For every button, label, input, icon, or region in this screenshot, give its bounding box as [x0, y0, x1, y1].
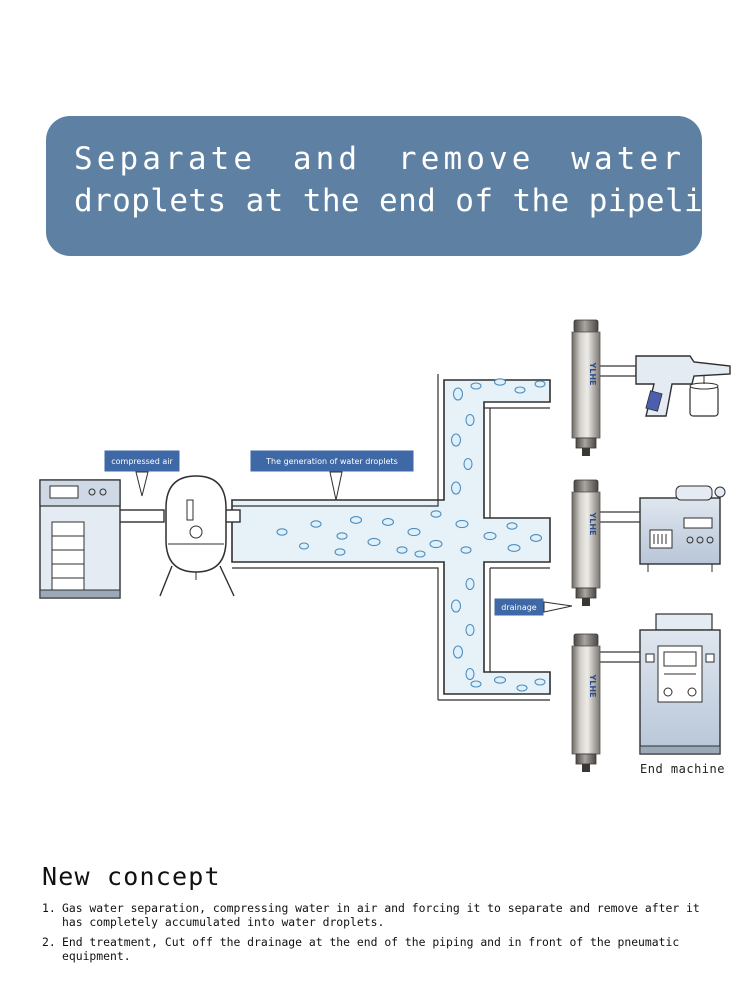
air-compressor-icon — [39, 479, 121, 599]
callout-water-droplets: The generation of water droplets — [249, 449, 415, 501]
end-machine-label: End machine — [640, 762, 725, 776]
pipe-compressor-to-tank — [117, 509, 165, 523]
banner-title-line-1: Separate and remove water — [74, 141, 686, 177]
filter-cylinder-icon: YLHE — [571, 479, 601, 606]
concept-item-number: 2. — [42, 935, 56, 949]
outlet-pipe-middle — [595, 511, 643, 523]
new-concept-section: New concept 1. Gas water separation, com… — [42, 862, 722, 969]
callout-drainage-label: drainage — [501, 603, 537, 612]
callout-compressed-air-label: compressed air — [111, 457, 173, 466]
concept-list: 1. Gas water separation, compressing wat… — [42, 901, 722, 963]
callout-water-droplets-label: The generation of water droplets — [265, 457, 398, 466]
outlet-pipe-top — [595, 365, 637, 377]
filter-cylinder-icon: YLHE — [571, 633, 601, 772]
filter-brand-top: YLHE — [588, 361, 597, 385]
filter-brand-middle: YLHE — [588, 511, 597, 535]
concept-item: 1. Gas water separation, compressing wat… — [42, 901, 722, 929]
filter-cylinder-icon: YLHE — [571, 319, 601, 456]
pipe-network — [117, 365, 643, 701]
spray-gun-icon — [635, 355, 731, 417]
main-pipe — [231, 379, 551, 695]
concept-item-text: End treatment, Cut off the drainage at t… — [62, 935, 680, 963]
title-banner: Separate and remove water droplets at th… — [46, 116, 742, 256]
outlet-pipe-bottom — [595, 651, 643, 663]
callout-compressed-air: compressed air — [103, 449, 181, 497]
concept-title: New concept — [42, 862, 221, 891]
concept-item: 2. End treatment, Cut off the drainage a… — [42, 935, 722, 963]
concept-item-number: 1. — [42, 901, 56, 915]
control-cabinet-icon — [639, 613, 721, 755]
callout-drainage: drainage — [493, 597, 573, 617]
banner-title-line-2: droplets at the end of the pipeline — [74, 183, 742, 219]
filter-brand-bottom: YLHE — [588, 673, 597, 697]
machine-unit-icon — [639, 485, 726, 572]
pipeline-diagram: compressed air The generation of water d… — [0, 300, 750, 800]
concept-item-text: Gas water separation, compressing water … — [62, 901, 700, 929]
air-tank-icon — [159, 475, 235, 597]
water-droplets — [276, 378, 546, 692]
